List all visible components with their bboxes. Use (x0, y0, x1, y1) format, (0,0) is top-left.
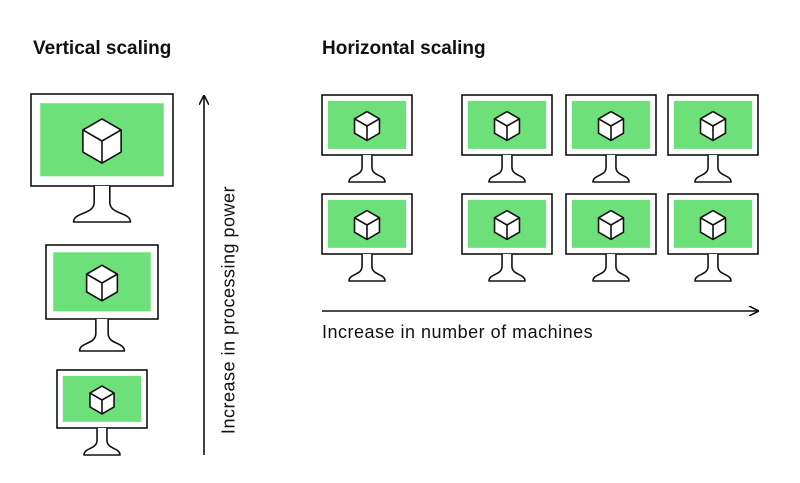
monitor-stand (83, 428, 121, 456)
cube-icon (699, 110, 727, 142)
cube-icon (82, 118, 122, 164)
vertical-machine-small (56, 369, 148, 456)
monitor-stand (348, 254, 386, 282)
machines-group (30, 93, 759, 456)
cube-icon (493, 209, 521, 241)
monitor-stand (488, 254, 526, 282)
cube-icon (699, 209, 727, 241)
horizontal-machine-1-4 (667, 94, 759, 183)
cube-icon (85, 264, 119, 302)
vertical-machine-medium (45, 244, 159, 352)
monitor-stand (78, 319, 126, 352)
horizontal-machine-2-3 (565, 193, 657, 282)
cube-icon (597, 110, 625, 142)
horizontal-machine-1-2 (461, 94, 553, 183)
monitor-stand (592, 155, 630, 183)
horizontal-axis-label: Increase in number of machines (322, 322, 594, 342)
monitor-stand (592, 254, 630, 282)
cube-icon (597, 209, 625, 241)
vertical-machine-large (30, 93, 174, 223)
monitor-stand (694, 254, 732, 282)
horizontal-scaling-title: Horizontal scaling (322, 38, 486, 59)
cube-icon (353, 209, 381, 241)
horizontal-machine-1-3 (565, 94, 657, 183)
cube-icon (89, 385, 115, 415)
cube-icon (353, 110, 381, 142)
horizontal-machine-2-2 (461, 193, 553, 282)
monitor-stand (72, 186, 132, 223)
cube-icon (493, 110, 521, 142)
monitor-stand (694, 155, 732, 183)
monitor-stand (488, 155, 526, 183)
vertical-axis-label: Increase in processing power (218, 185, 239, 435)
horizontal-machine-2-1 (321, 193, 413, 282)
horizontal-machine-2-4 (667, 193, 759, 282)
horizontal-machine-1-1 (321, 94, 413, 183)
monitor-stand (348, 155, 386, 183)
vertical-scaling-title: Vertical scaling (33, 38, 172, 59)
